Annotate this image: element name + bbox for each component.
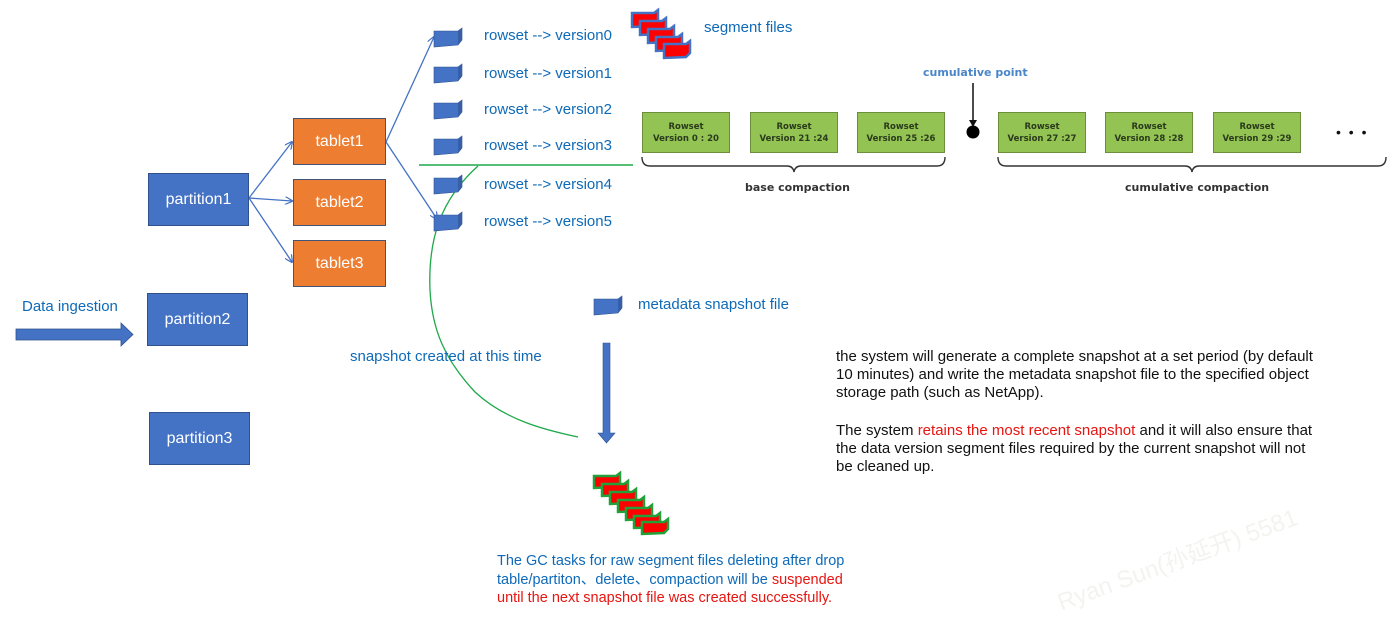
cumulative-compaction-label: cumulative compaction [1125,181,1270,194]
partition-label: partition3 [166,429,233,447]
data-ingestion-label: Data ingestion [22,298,118,315]
rowset-title: Rowset [776,121,812,132]
rowset-version: Version 25 :26 [866,133,936,144]
arrow-tablet1-version5 [385,141,437,219]
partition1-box: partition1 [148,173,249,226]
partition-label: partition2 [164,310,231,328]
tablet3-box: tablet3 [293,240,386,287]
segment-files-label: segment files [704,19,793,36]
tablet-label: tablet1 [315,132,364,150]
rowset-version: Version 28 :28 [1114,133,1184,144]
metadata-down-arrow [597,342,616,444]
gc-note: The GC tasks for raw segment files delet… [497,552,867,608]
tablet-label: tablet2 [315,193,364,211]
para2-prefix: The system [836,422,918,439]
compaction-rowset: Rowset Version 29 :29 [1213,112,1301,153]
rowset-label: rowset --> version5 [484,213,612,230]
retained-segment-files-icon [592,470,670,536]
snapshot-created-label: snapshot created at this time [350,348,542,365]
arrow-tablet1-version0 [385,37,434,143]
rowset-label: rowset --> version3 [484,137,612,154]
rowset-icons [433,27,463,232]
description-paragraph-2: The system retains the most recent snaps… [836,422,1316,476]
partition-label: partition1 [165,190,232,208]
cumulative-point-label: cumulative point [923,66,1028,79]
partition3-box: partition3 [149,412,250,465]
para2-suffix: and it will also ensure that the data ve… [836,422,1313,475]
rowset-icon [433,174,463,195]
rowset-title: Rowset [1131,121,1167,132]
rowset-version: Version 29 :29 [1222,133,1292,144]
arrow-partition1-tablet3 [248,197,292,262]
snapshot-curve [429,165,579,438]
rowset-title: Rowset [668,121,704,132]
tablet-label: tablet3 [315,254,364,272]
rowset-title: Rowset [1024,121,1060,132]
rowset-icon [433,211,463,232]
compaction-rowset: Rowset Version 25 :26 [857,112,945,153]
rowset-label: rowset --> version0 [484,27,612,44]
rowset-label: rowset --> version1 [484,65,612,82]
tablet2-box: tablet2 [293,179,386,226]
compaction-rowset: Rowset Version 27 :27 [998,112,1086,153]
rowset-label: rowset --> version4 [484,176,612,193]
segment-files-icon [630,7,692,60]
cumulative-point-arrowhead [969,120,977,127]
compaction-rowset: Rowset Version 0 : 20 [642,112,730,153]
metadata-file-icon [593,295,623,316]
partition2-box: partition2 [147,293,248,346]
rowset-version: Version 0 : 20 [653,133,719,144]
metadata-snapshot-label: metadata snapshot file [638,296,789,313]
data-ingestion-arrow [15,322,134,347]
para2-highlight: retains the most recent snapshot [917,422,1136,439]
gc-note-blue: The GC tasks for raw segment files delet… [497,553,845,588]
arrow-partition1-tablet1 [248,142,292,199]
base-compaction-label: base compaction [745,181,850,194]
rowset-icon [433,63,463,84]
tablet1-box: tablet1 [293,118,386,165]
rowset-icon [433,27,463,48]
compaction-rowset: Rowset Version 21 :24 [750,112,838,153]
rowset-version: Version 27 :27 [1007,133,1077,144]
rowset-title: Rowset [883,121,919,132]
cumulative-compaction-brace [997,156,1387,173]
rowset-label: rowset --> version2 [484,101,612,118]
rowset-title: Rowset [1239,121,1275,132]
compaction-rowset: Rowset Version 28 :28 [1105,112,1193,153]
gc-note-red: suspended until the next snapshot file w… [497,571,843,607]
more-rowsets-ellipsis: • • • [1336,124,1369,140]
description-paragraph-1: the system will generate a complete snap… [836,348,1313,401]
cumulative-point-dot [966,125,980,139]
arrow-partition1-tablet2 [248,198,292,201]
base-compaction-brace [641,156,946,173]
rowset-icon [433,99,463,120]
rowset-version: Version 21 :24 [759,133,829,144]
rowset-icon [433,135,463,156]
